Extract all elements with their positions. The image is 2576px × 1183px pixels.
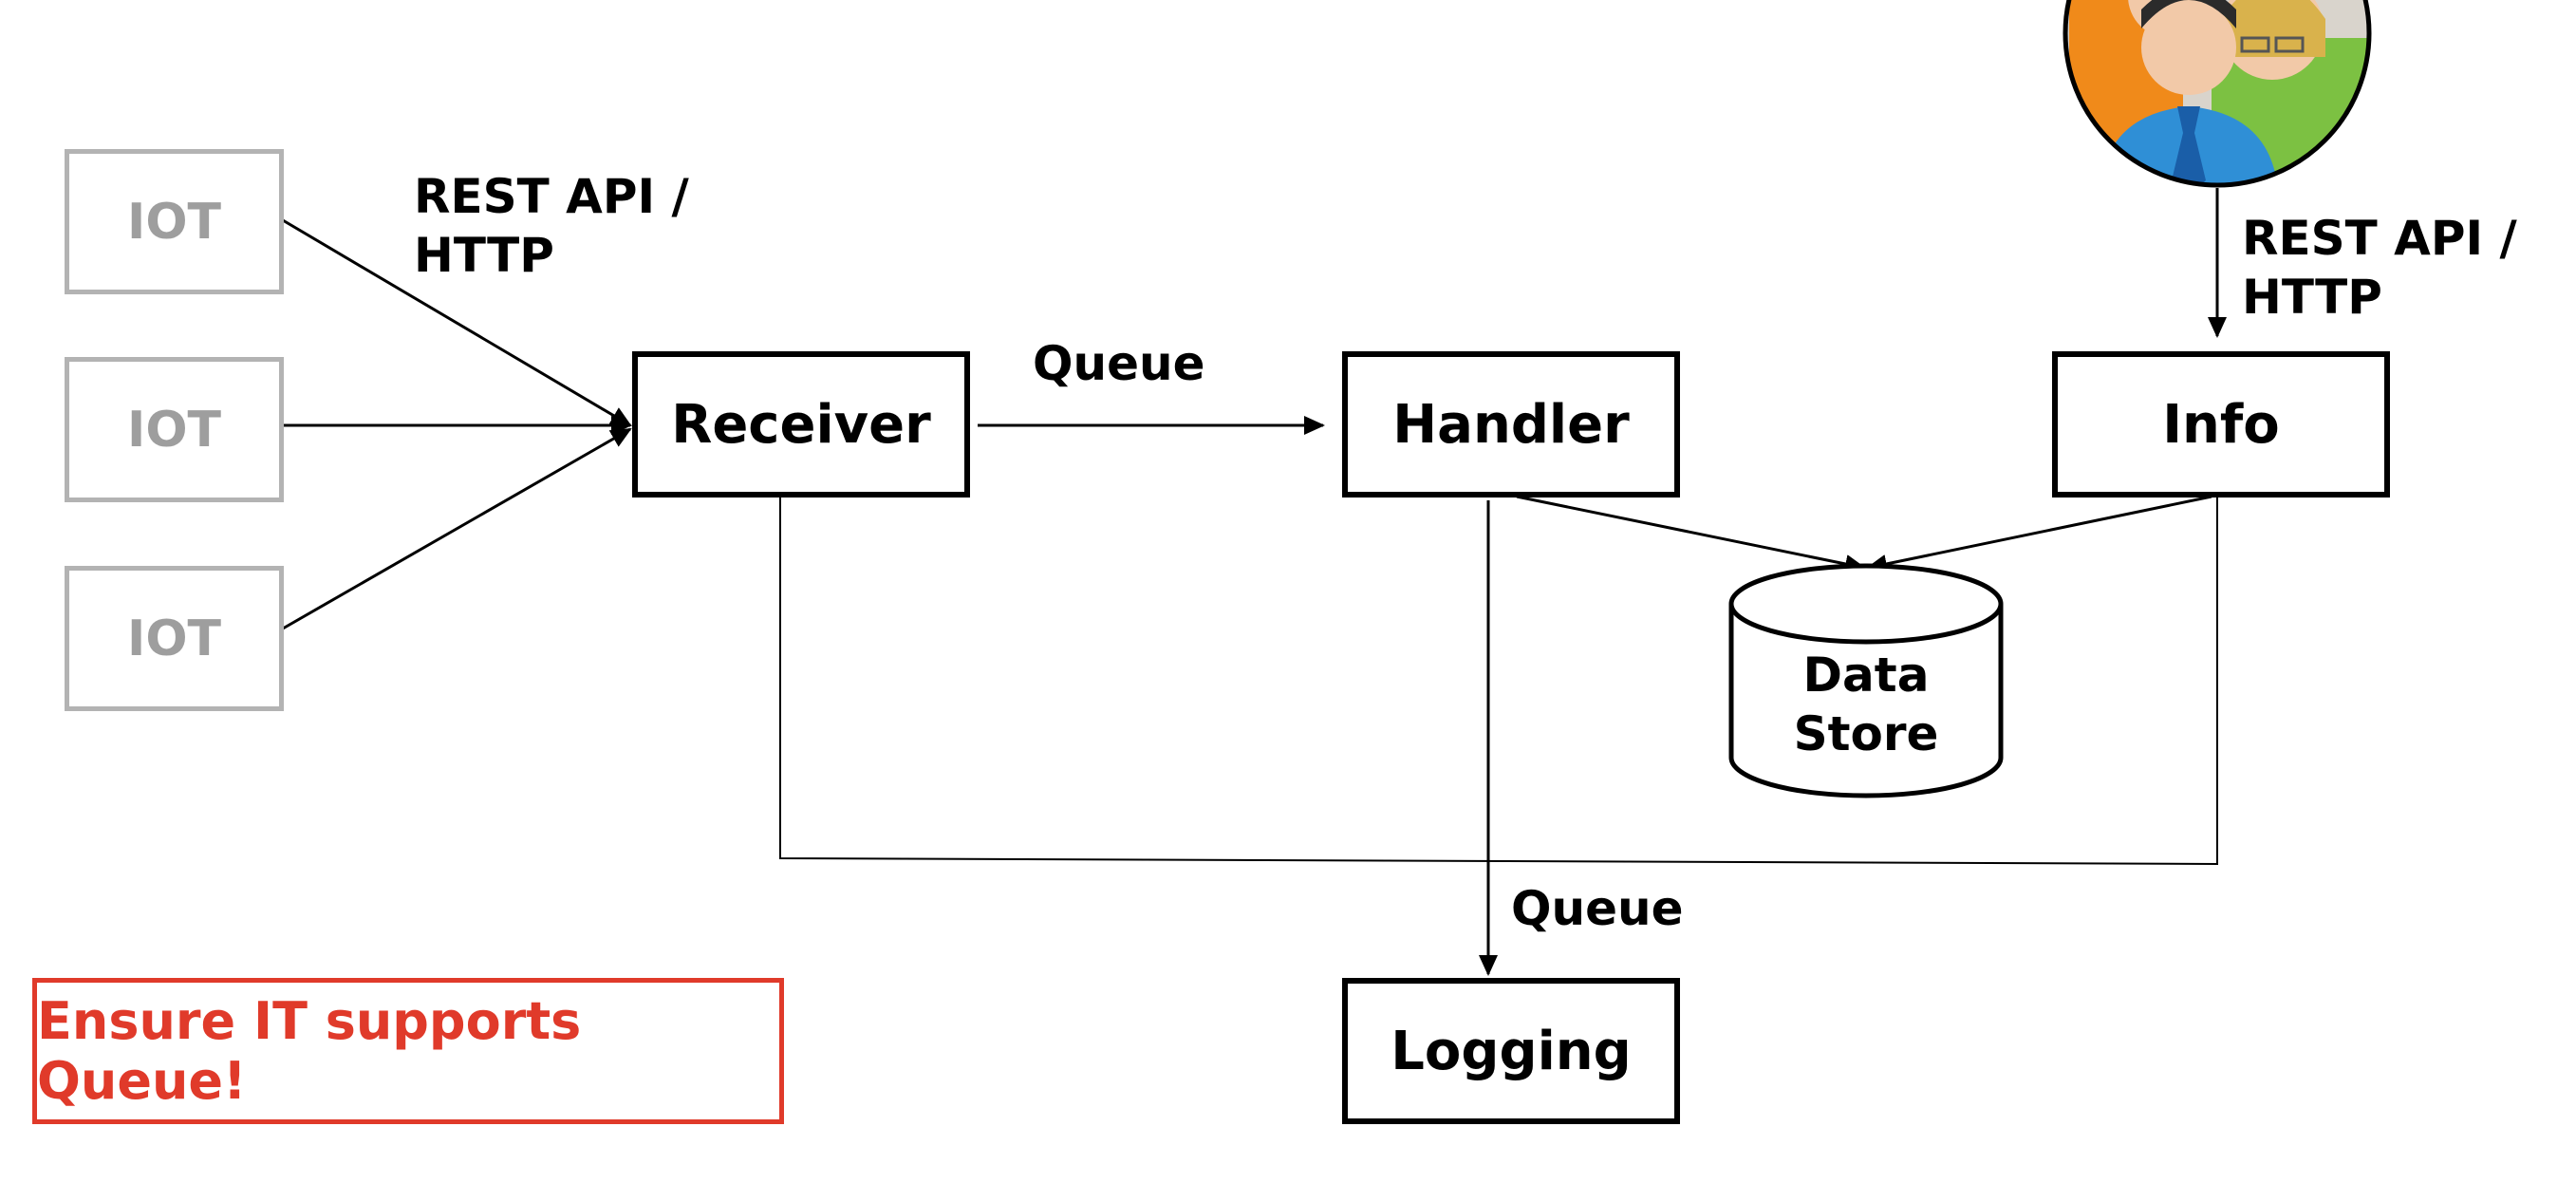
data-store-cylinder: [1728, 563, 2004, 798]
iot-protocol-label: REST API / HTTP: [414, 167, 689, 285]
handler-label: Handler: [1392, 393, 1630, 456]
receiver-label: Receiver: [671, 393, 931, 456]
data-store-label: Data Store: [1731, 646, 2001, 763]
data-store-label-line2: Store: [1793, 706, 1939, 761]
data-store-label-line1: Data: [1802, 648, 1930, 703]
users-protocol-label-line2: HTTP: [2242, 270, 2382, 325]
iot-device-3: IOT: [65, 566, 284, 711]
info-label: Info: [2162, 393, 2280, 456]
queue-warning-box: Ensure IT supports Queue!: [32, 978, 784, 1124]
iot-device-2: IOT: [65, 357, 284, 502]
logging-bus-connector: [779, 497, 2218, 866]
iot1-to-receiver-connector: [282, 218, 632, 427]
receiver-handler-queue-label: Queue: [1033, 336, 1205, 391]
iot-device-label: IOT: [126, 401, 222, 459]
users-avatar-ring: [2063, 0, 2372, 188]
logging-label: Logging: [1391, 1020, 1632, 1082]
users-group-icon: [2065, 0, 2369, 185]
info-to-datastore-arrow: [1866, 495, 2212, 573]
logging-box: Logging: [1342, 978, 1680, 1124]
info-box: Info: [2052, 351, 2390, 498]
iot-device-label: IOT: [126, 610, 222, 667]
queue-warning-text: Ensure IT supports Queue!: [37, 991, 582, 1111]
iot-protocol-label-line1: REST API /: [414, 169, 689, 224]
handler-to-datastore-arrow: [1516, 495, 1866, 573]
iot3-to-receiver-connector: [282, 427, 632, 630]
users-protocol-label: REST API / HTTP: [2242, 209, 2517, 327]
users-protocol-label-line1: REST API /: [2242, 211, 2517, 266]
logging-queue-label: Queue: [1511, 881, 1684, 936]
receiver-box: Receiver: [632, 351, 970, 498]
handler-box: Handler: [1342, 351, 1680, 498]
iot-device-label: IOT: [126, 193, 222, 251]
iot-protocol-label-line2: HTTP: [414, 228, 554, 283]
iot-device-1: IOT: [65, 149, 284, 294]
